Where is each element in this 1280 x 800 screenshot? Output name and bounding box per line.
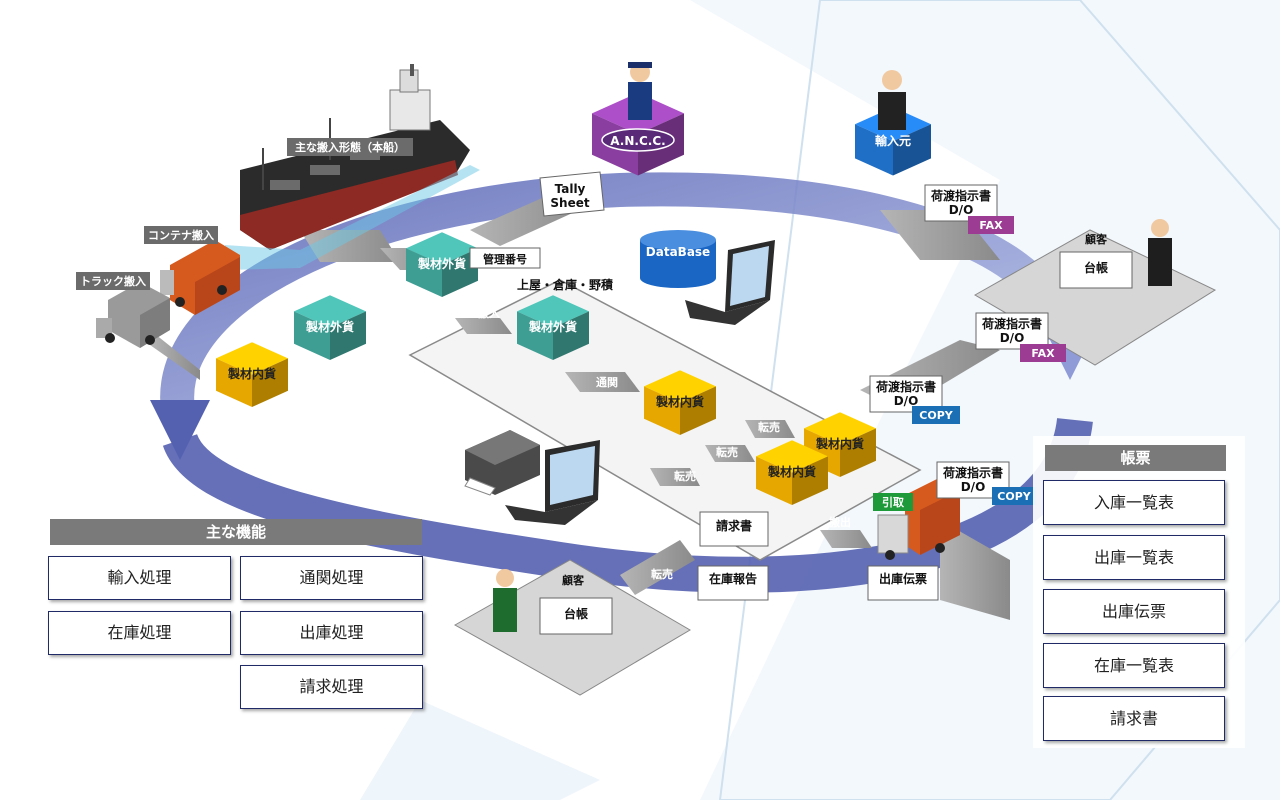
svg-text:荷渡指示書: 荷渡指示書 xyxy=(875,379,936,394)
foreign-goods-cube-outside-label: 製材外貨 xyxy=(305,319,354,334)
customer-label-right: 顧客 xyxy=(1085,232,1108,246)
database-label: DataBase xyxy=(646,245,710,259)
svg-text:トラック搬入: トラック搬入 xyxy=(80,274,146,288)
svg-text:D/O: D/O xyxy=(1000,331,1025,345)
function-customs-button[interactable]: 通関処理 xyxy=(240,556,423,600)
truck-label-tag: トラック搬入 xyxy=(76,272,150,290)
domestic-goods-cube-resale-2-label: 製材内貨 xyxy=(767,464,816,479)
form-shipping-slip-button[interactable]: 出庫伝票 xyxy=(1043,589,1225,634)
worker-figure xyxy=(628,62,652,120)
svg-text:COPY: COPY xyxy=(997,490,1031,503)
svg-text:Tally: Tally xyxy=(555,182,586,196)
foreign-goods-cube-warehouse: 製材外貨 xyxy=(517,295,589,360)
delivery-order-card-2: 荷渡指示書 D/O FAX xyxy=(975,312,1066,362)
svg-text:在庫報告: 在庫報告 xyxy=(709,571,757,586)
ancc-text: A.N.C.C. xyxy=(610,134,665,148)
domestic-goods-cube-outside-label: 製材内貨 xyxy=(227,366,276,381)
svg-text:引取: 引取 xyxy=(882,495,904,509)
svg-text:荷渡指示書: 荷渡指示書 xyxy=(930,188,991,203)
svg-text:Sheet: Sheet xyxy=(550,196,589,210)
container-truck-image xyxy=(160,240,240,315)
forms-title: 帳票 xyxy=(1045,445,1226,471)
svg-text:FAX: FAX xyxy=(979,219,1003,232)
svg-text:D/O: D/O xyxy=(949,203,974,217)
warehouse-types-label: 上屋・倉庫・野積 xyxy=(517,277,614,292)
svg-text:管理番号: 管理番号 xyxy=(483,252,527,266)
tally-sheet-card: Tally Sheet xyxy=(539,171,605,217)
customer-figure-left xyxy=(493,569,517,632)
customs-label: 通関 xyxy=(596,376,618,389)
pickup-badge: 引取 xyxy=(873,493,913,511)
foreign-goods-cube-outside: 製材外貨 xyxy=(294,295,366,360)
foreign-goods-cube-arrival-label: 製材外貨 xyxy=(417,256,466,271)
invoice-card: 請求書 xyxy=(699,511,769,547)
box-truck-image xyxy=(96,282,170,348)
carry-out-label: 搬出 xyxy=(829,515,851,529)
resale-label-2: 転売 xyxy=(716,445,738,459)
domestic-goods-cube-outside: 製材内貨 xyxy=(216,342,288,407)
form-invoice-button[interactable]: 請求書 xyxy=(1043,696,1225,741)
svg-text:荷渡指示書: 荷渡指示書 xyxy=(981,316,1042,331)
domestic-goods-cube-customs: 製材内貨 xyxy=(644,370,716,435)
importer-figure xyxy=(878,70,906,130)
svg-text:出庫伝票: 出庫伝票 xyxy=(879,571,927,586)
svg-text:D/O: D/O xyxy=(894,394,919,408)
customer-label-left: 顧客 xyxy=(562,573,585,587)
domestic-goods-cube-resale-2: 製材内貨 xyxy=(756,440,828,505)
form-inventory-list-button[interactable]: 在庫一覧表 xyxy=(1043,643,1225,688)
carry-in-label: 搬入 xyxy=(478,306,500,320)
svg-text:FAX: FAX xyxy=(1031,347,1055,360)
svg-text:台帳: 台帳 xyxy=(1084,260,1108,275)
delivery-order-card-4: 荷渡指示書 D/O COPY xyxy=(936,461,1036,505)
form-shipping-list-button[interactable]: 出庫一覧表 xyxy=(1043,535,1225,580)
ancc-oval-label: A.N.C.C. xyxy=(601,128,675,152)
ledger-card-left: 台帳 xyxy=(539,597,613,635)
svg-text:D/O: D/O xyxy=(961,480,986,494)
function-inventory-button[interactable]: 在庫処理 xyxy=(48,611,231,655)
resale-label-3: 転売 xyxy=(758,420,780,434)
resale-label-4: 転売 xyxy=(651,567,673,581)
printer-icon xyxy=(464,430,540,496)
svg-text:主な搬入形態（本船）: 主な搬入形態（本船） xyxy=(295,140,405,154)
foreign-goods-cube-warehouse-label: 製材外貨 xyxy=(528,319,577,334)
svg-text:コンテナ搬入: コンテナ搬入 xyxy=(148,228,214,242)
shipping-slip-card: 出庫伝票 xyxy=(867,565,939,601)
delivery-order-card-3: 荷渡指示書 D/O COPY xyxy=(869,375,960,424)
domestic-goods-cube-resale-1: 製材内貨 xyxy=(804,412,876,477)
importer-cube-label: 輸入元 xyxy=(875,133,911,148)
svg-text:COPY: COPY xyxy=(919,409,953,422)
main-functions-title: 主な機能 xyxy=(50,519,422,545)
function-billing-button[interactable]: 請求処理 xyxy=(240,665,423,709)
control-number-card: 管理番号 xyxy=(469,247,541,269)
pickup-truck-image xyxy=(877,475,960,560)
foreign-goods-cube-arrival: 製材外貨 xyxy=(406,232,478,297)
ledger-card-right: 台帳 xyxy=(1059,251,1133,289)
svg-text:台帳: 台帳 xyxy=(564,606,588,621)
form-receiving-list-button[interactable]: 入庫一覧表 xyxy=(1043,480,1225,525)
function-import-button[interactable]: 輸入処理 xyxy=(48,556,231,600)
svg-text:請求書: 請求書 xyxy=(716,518,752,533)
customer-figure-right xyxy=(1148,219,1172,286)
svg-text:荷渡指示書: 荷渡指示書 xyxy=(942,465,1003,480)
resale-label-1: 転売 xyxy=(674,469,696,483)
laptop-icon xyxy=(685,240,775,325)
stock-report-card: 在庫報告 xyxy=(697,565,769,601)
delivery-order-card-1: 荷渡指示書 D/O FAX xyxy=(924,184,1014,234)
function-shipping-button[interactable]: 出庫処理 xyxy=(240,611,423,655)
ship-label-tag: 主な搬入形態（本船） xyxy=(287,138,413,156)
database-cylinder: DataBase xyxy=(640,230,716,288)
container-label-tag: コンテナ搬入 xyxy=(144,226,218,244)
domestic-goods-cube-customs-label: 製材内貨 xyxy=(655,394,704,409)
domestic-goods-cube-resale-1-label: 製材内貨 xyxy=(815,436,864,451)
laptop-bottom-icon xyxy=(505,440,600,525)
